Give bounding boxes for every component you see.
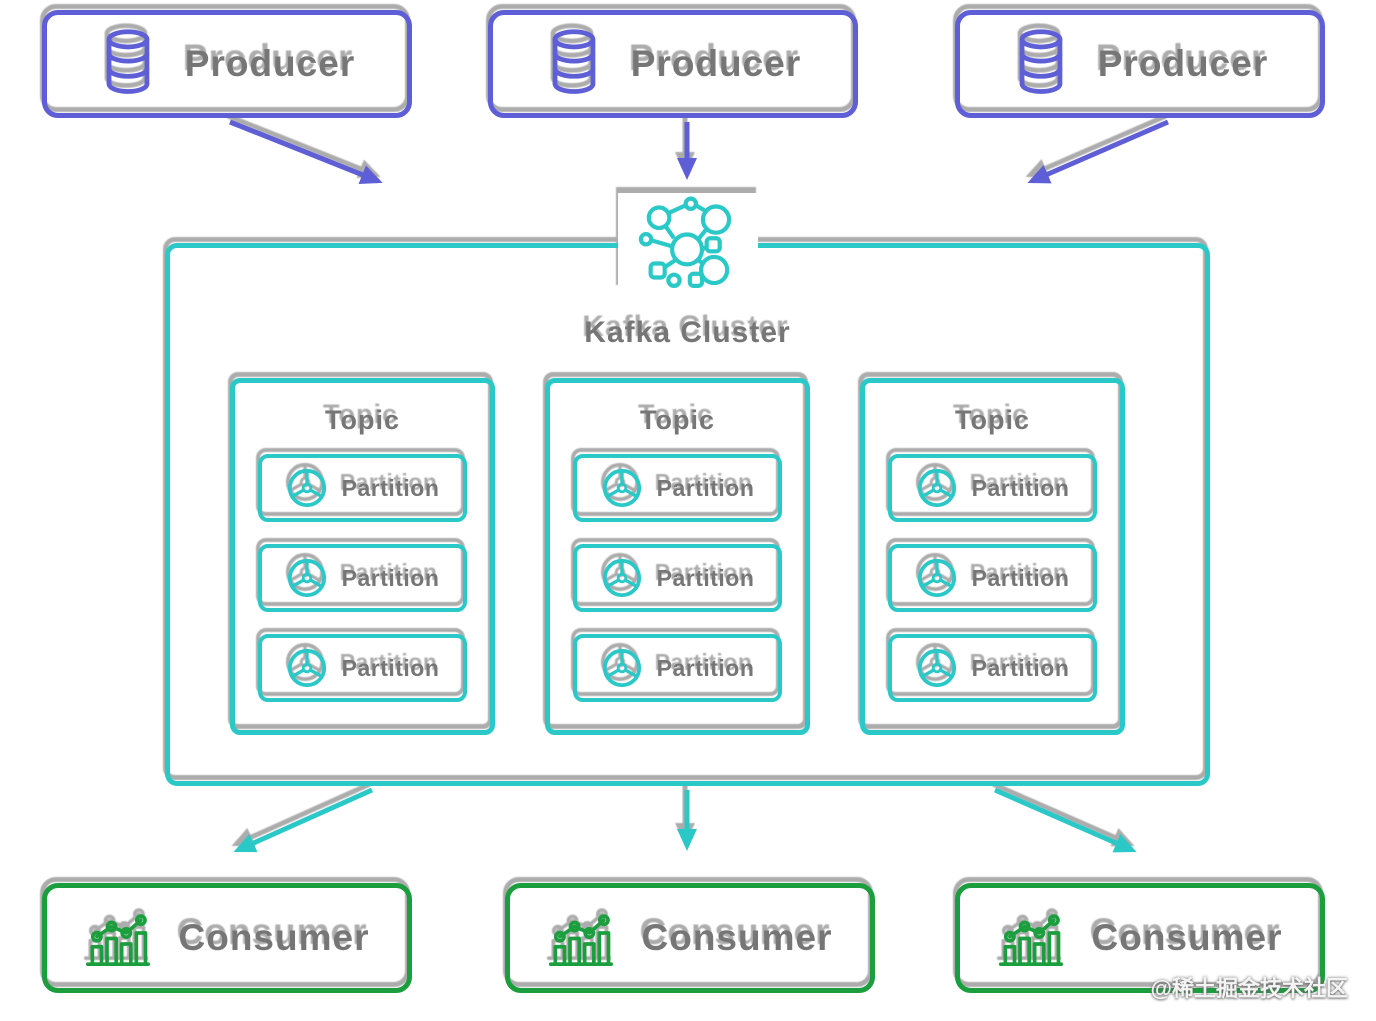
partition-list: Partition (865, 436, 1120, 702)
consumer-box-3: Consumer (955, 883, 1325, 993)
producer-arrow-left (229, 119, 383, 184)
producer-arrow-right (1027, 119, 1169, 184)
partition-wheel-icon (601, 557, 643, 599)
partition-list: Partition (550, 436, 805, 702)
topic-label: Topic (325, 405, 400, 435)
partition-box: Partition (258, 634, 467, 702)
producer-box-3: Producer (955, 10, 1325, 118)
cluster-title: Kafka Cluster (584, 316, 791, 349)
consumer-label: Consumer (641, 917, 833, 958)
watermark: @稀土掘金技术社区 (1150, 976, 1348, 1001)
topic-box-2: Topic (545, 378, 810, 735)
database-icon (545, 28, 603, 100)
partition-label: Partition (341, 474, 440, 501)
partition-label: Partition (656, 474, 755, 501)
partition-wheel-icon (601, 647, 643, 689)
producer-label: Producer (1097, 43, 1269, 84)
consumer-box-1: Consumer (42, 883, 412, 993)
partition-label: Partition (971, 564, 1070, 591)
kafka-cluster-box: Kafka Cluster Topic (165, 193, 1210, 786)
partition-wheel-icon (286, 647, 328, 689)
consumer-label: Consumer (1091, 917, 1283, 958)
partition-box: Partition (888, 634, 1097, 702)
partition-list: Partition (235, 436, 490, 702)
network-nodes-icon (617, 193, 758, 291)
partition-box: Partition (888, 454, 1097, 522)
database-icon (1012, 28, 1070, 100)
partition-box: Partition (573, 544, 782, 612)
partition-label: Partition (656, 654, 755, 681)
partition-label: Partition (341, 654, 440, 681)
partition-wheel-icon (286, 557, 328, 599)
bar-chart-icon (998, 910, 1064, 967)
consumer-box-2: Consumer (505, 883, 875, 993)
bar-chart-icon (85, 910, 151, 967)
producer-box-2: Producer (488, 10, 858, 118)
bar-chart-icon (548, 910, 614, 967)
partition-box: Partition (258, 454, 467, 522)
partition-label: Partition (656, 564, 755, 591)
partition-box: Partition (573, 634, 782, 702)
partition-wheel-icon (916, 467, 958, 509)
partition-wheel-icon (601, 467, 643, 509)
partition-box: Partition (888, 544, 1097, 612)
consumer-arrow-right (993, 787, 1137, 853)
partition-label: Partition (971, 654, 1070, 681)
producer-label: Producer (630, 43, 802, 84)
producer-box-1: Producer (42, 10, 412, 118)
partition-wheel-icon (916, 647, 958, 689)
partition-wheel-icon (286, 467, 328, 509)
topic-label: Topic (640, 405, 715, 435)
consumer-arrow-left (233, 787, 374, 853)
topic-box-1: Topic (230, 378, 495, 735)
partition-label: Partition (341, 564, 440, 591)
consumer-label: Consumer (178, 917, 370, 958)
partition-box: Partition (573, 454, 782, 522)
topics-row: Topic (230, 378, 1125, 735)
partition-box: Partition (258, 544, 467, 612)
database-icon (99, 28, 157, 100)
producer-label: Producer (184, 43, 356, 84)
topic-label: Topic (955, 405, 1030, 435)
partition-label: Partition (971, 474, 1070, 501)
topic-box-3: Topic (860, 378, 1125, 735)
partition-wheel-icon (916, 557, 958, 599)
